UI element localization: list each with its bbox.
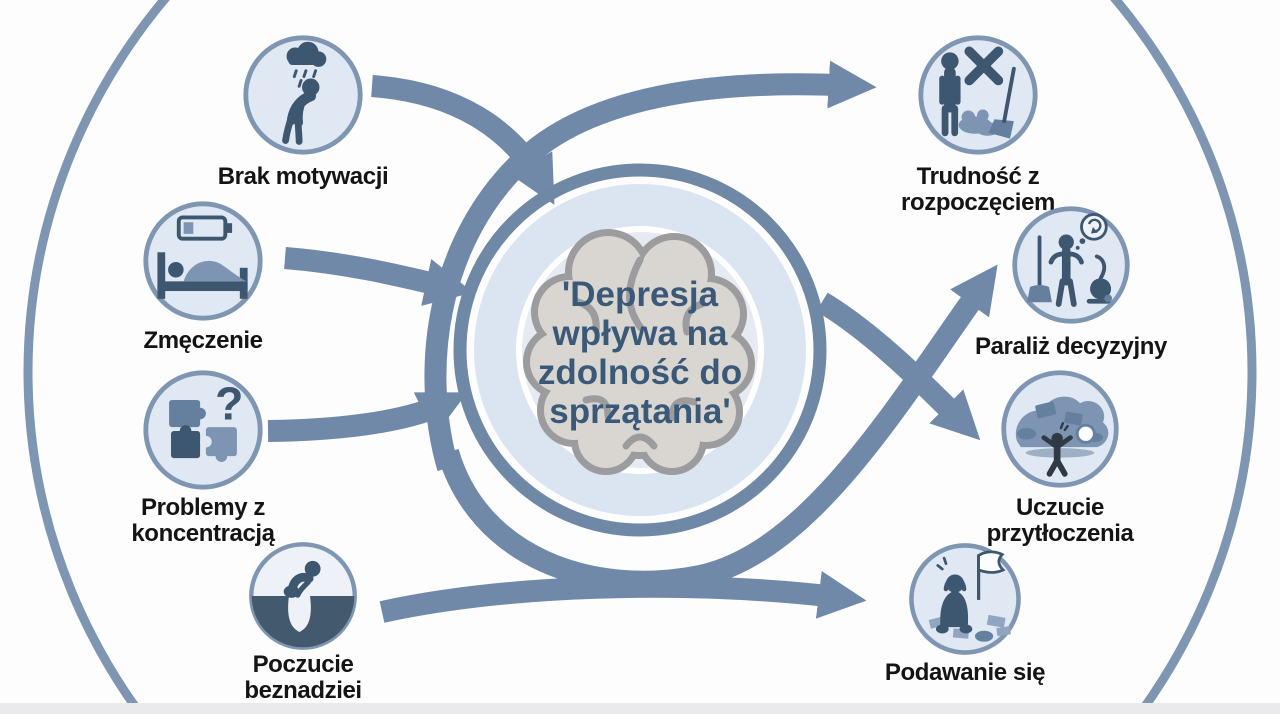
node-label-line: Paraliż decyzyjny <box>975 333 1167 360</box>
center-quote-line-1: 'Depresja <box>562 275 719 314</box>
cause-poczucie-beznadziei: Poczucie beznadziei <box>244 539 362 704</box>
node-label-line: Brak motywacji <box>217 163 389 190</box>
shrug-person-mop-vacuum-icon <box>1012 206 1130 324</box>
effect-uczucie-przytloczenia: Uczucie przytłoczenia <box>987 367 1134 547</box>
node-label: Uczucie przytłoczenia <box>890 495 1230 547</box>
node-label-line: Uczucie <box>1016 494 1104 521</box>
sad-person-rain-cloud-icon <box>243 35 363 155</box>
arrow-center-to-uczucie <box>816 292 981 441</box>
node-label: Brak motywacji <box>133 164 473 190</box>
kneeling-person-white-flag-icon <box>909 543 1021 655</box>
node-label-line: beznadziei <box>244 677 362 704</box>
arrow-problemy-to-center <box>267 392 468 442</box>
center-quote-line-4: sprzątania' <box>549 392 730 431</box>
center-quote-line-3: zdolność do <box>538 353 742 392</box>
node-label-line: Trudność z <box>916 163 1040 190</box>
node-label-line: Podawanie się <box>884 659 1046 686</box>
svg-text:?: ? <box>215 377 243 429</box>
node-label-line: rozpoczęciem <box>901 189 1055 216</box>
effect-podawanie-sie: Podawanie się <box>885 540 1045 686</box>
node-label-line: Problemy z <box>140 494 266 521</box>
node-label: Paraliż decyzyjny <box>901 334 1241 360</box>
node-label: Zmęczenie <box>33 328 373 354</box>
bottom-strip <box>0 703 1280 714</box>
person-in-bed-low-battery-icon <box>143 201 263 321</box>
node-label-line: Poczucie <box>252 651 354 678</box>
node-label: Poczucie beznadziei <box>133 652 473 704</box>
person-under-clutter-pile-icon <box>1001 370 1119 488</box>
person-x-broom-mess-icon <box>918 35 1038 155</box>
puzzle-pieces-question-mark-icon: ? <box>143 370 263 490</box>
arrow-zmeczenie-to-center <box>284 247 474 306</box>
node-label: Problemy z koncentracją <box>33 495 373 547</box>
node-label: Podawanie się <box>795 660 1135 686</box>
cause-zmeczenie: Zmęczenie <box>140 198 266 354</box>
person-at-pit-icon <box>249 542 357 650</box>
cause-problemy-z-koncentracja: ? Problemy z koncentracją <box>131 367 275 547</box>
node-label-line: Zmęczenie <box>143 327 263 354</box>
arrow-center-to-paraliz <box>437 264 998 593</box>
effect-trudnosc-z-rozpoczeciem: Trudność z rozpoczęciem <box>901 32 1055 216</box>
arrow-center-to-trudnosc <box>424 60 877 472</box>
node-label-line: przytłoczenia <box>986 520 1134 547</box>
center-quote-line-2: wpływa na <box>551 314 728 353</box>
node-label: Trudność z rozpoczęciem <box>808 164 1148 216</box>
cause-brak-motywacji: Brak motywacji <box>218 32 389 190</box>
node-label-line: koncentracją <box>131 520 275 547</box>
brain-icon <box>523 229 755 475</box>
effect-paraliz-decyzyjny: Paraliż decyzyjny <box>975 203 1167 360</box>
central-concept: 'Depresja wpływa na zdolność do sprzątan… <box>453 163 827 537</box>
